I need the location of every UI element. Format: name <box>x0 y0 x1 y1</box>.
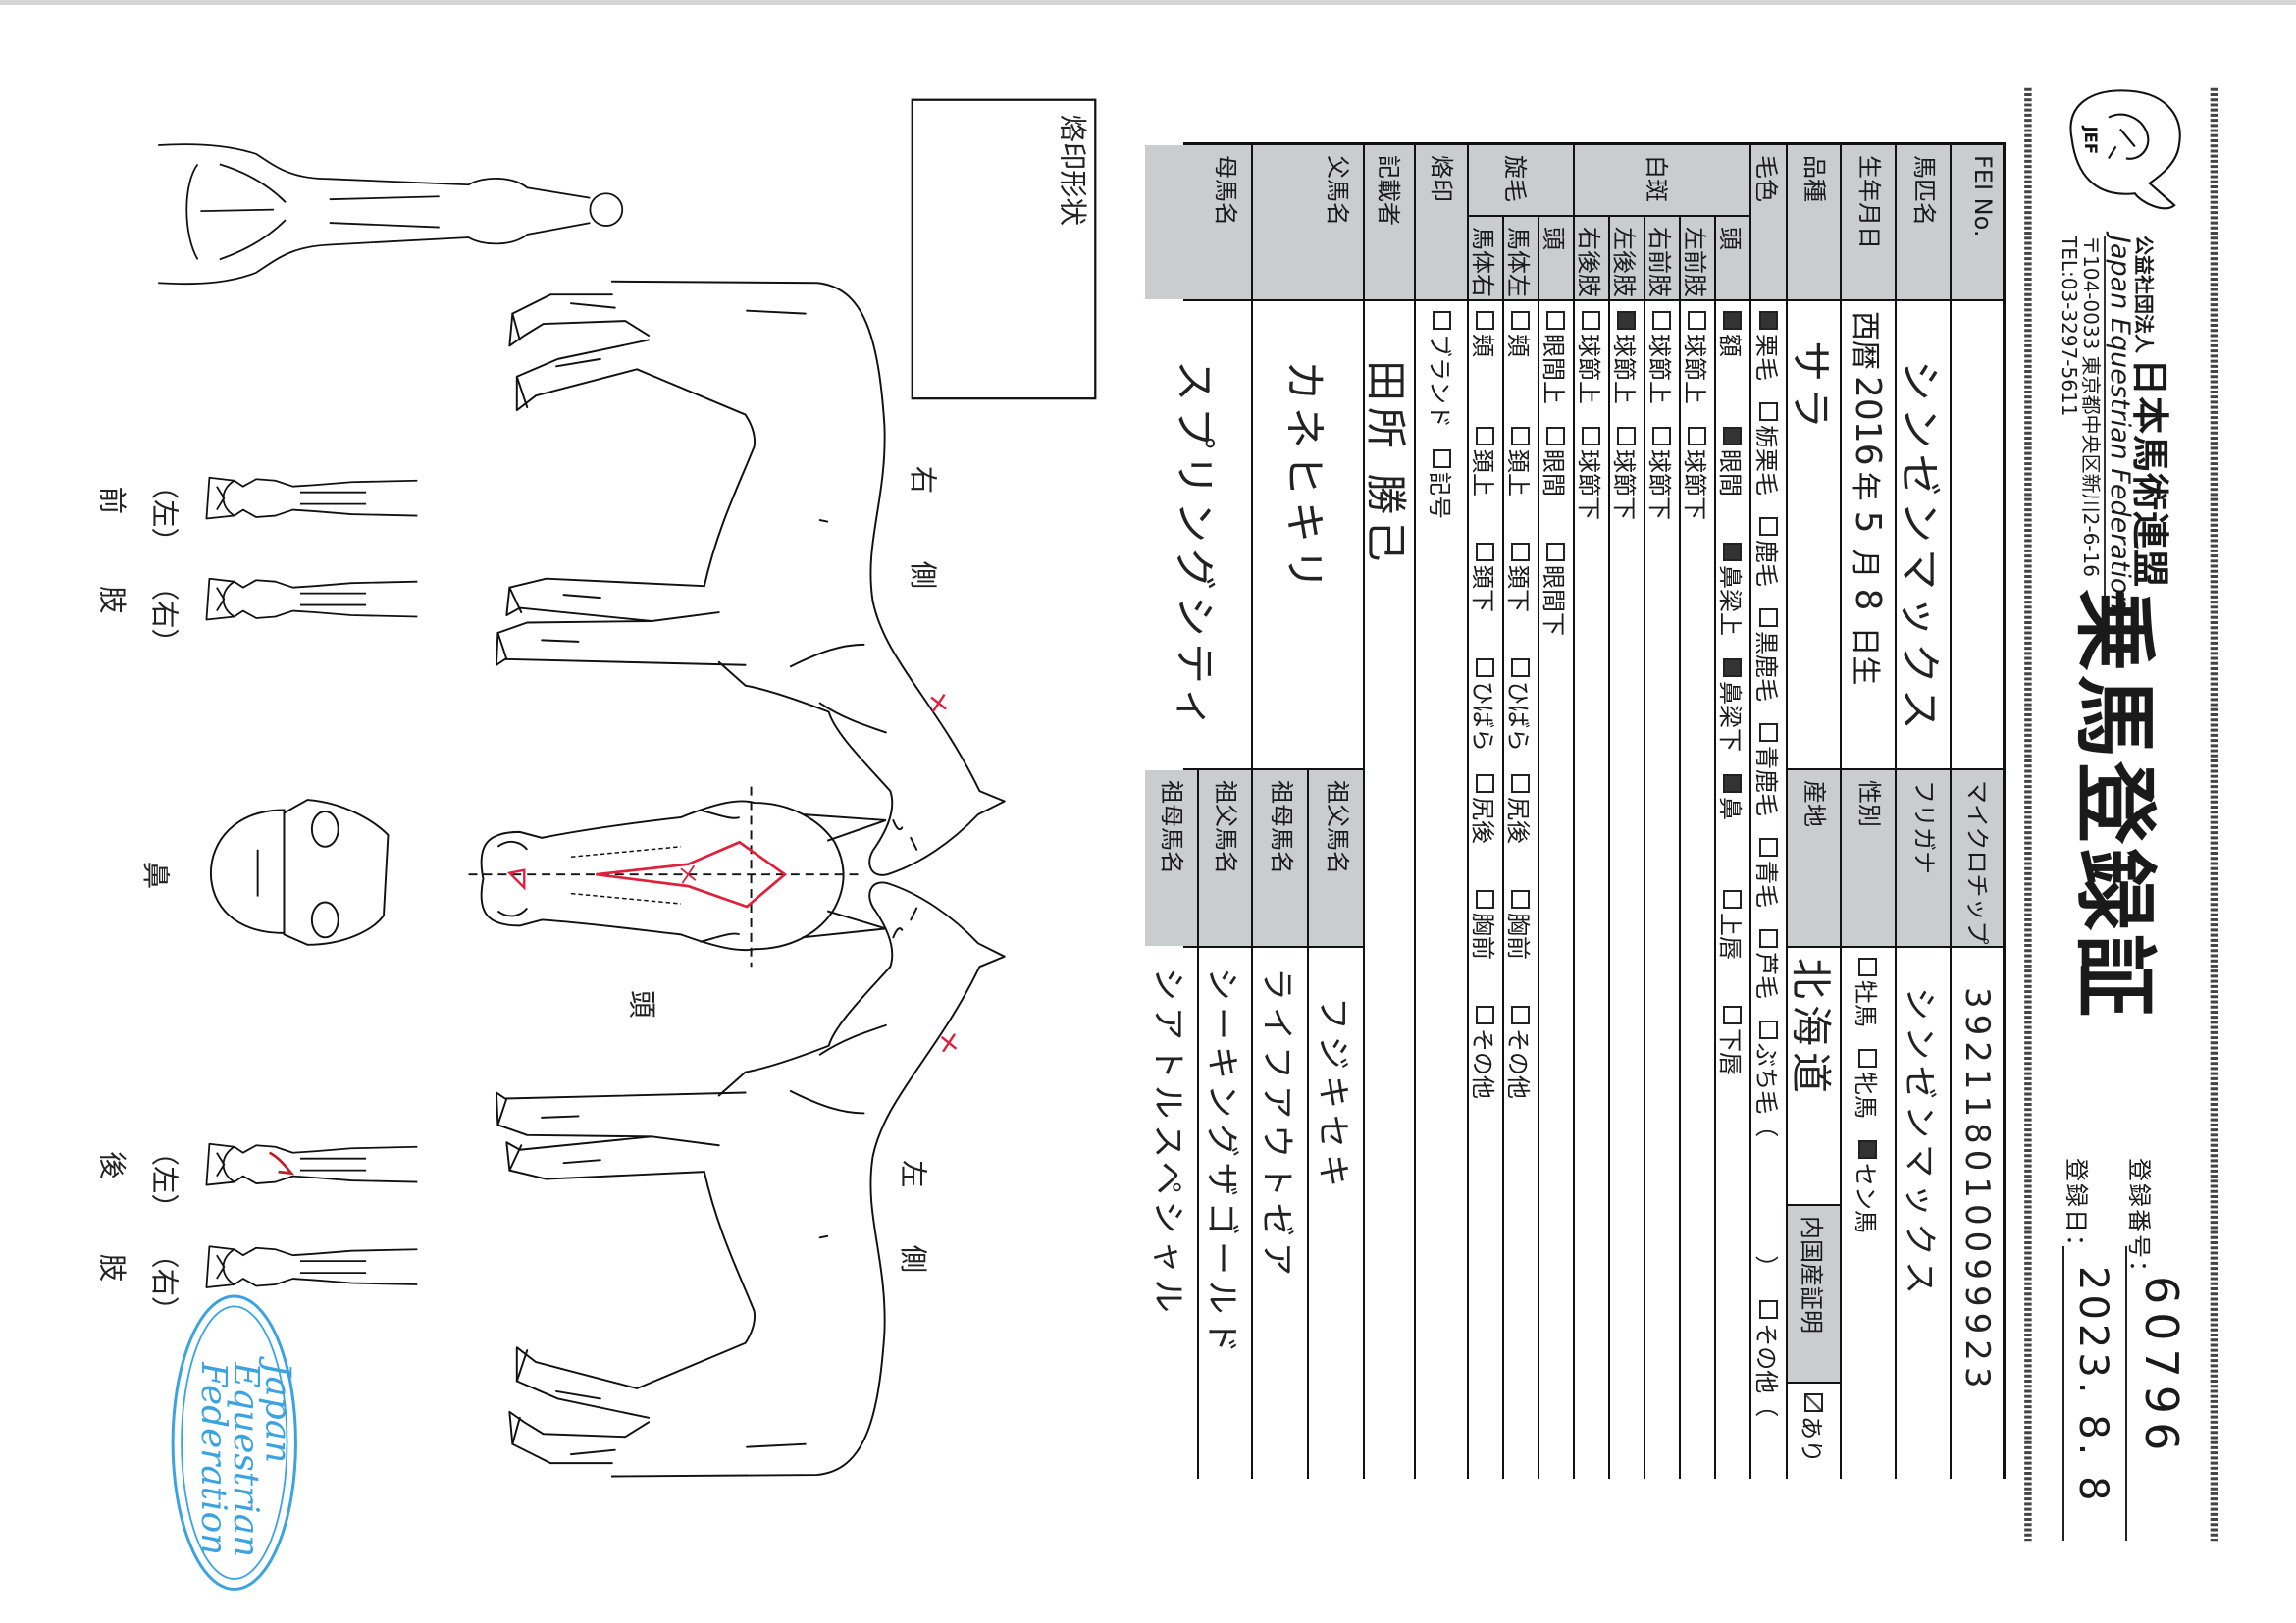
brand-shape-label: 烙印形状 <box>1056 115 1088 226</box>
left-side-label-1: 左 <box>897 1160 929 1187</box>
fore-legs-label-2: 肢 <box>95 586 128 613</box>
right-side-label-1: 右 <box>907 466 939 494</box>
head-label: 頭 <box>626 990 658 1018</box>
logo-text: JEF <box>2081 126 2100 155</box>
brand-shape-box <box>911 98 1097 400</box>
hind-leg-right-label: （右） <box>148 1240 181 1324</box>
fore-leg-left-label: （左） <box>148 472 181 555</box>
stamp-line-3: Federation <box>193 1361 234 1555</box>
stamp-line-2: Equestrian <box>226 1361 266 1557</box>
stamp-line-1: Japan <box>258 1355 298 1463</box>
fore-leg-right-label: （右） <box>148 573 181 656</box>
hind-leg-mark <box>268 1151 295 1176</box>
scan-edge <box>0 0 2296 5</box>
head-front-view <box>468 786 887 968</box>
whorl-mark-right <box>930 693 947 713</box>
jef-stamp: Japan Equestrian Federation <box>171 1294 298 1591</box>
blaze-mark <box>596 840 788 909</box>
fore-leg-right <box>205 577 419 621</box>
hind-legs-label-2: 肢 <box>95 1254 128 1282</box>
jef-logo: JEF <box>2069 89 2181 210</box>
hind-legs-label-1: 後 <box>95 1151 128 1178</box>
fore-legs-label-1: 前 <box>95 487 128 514</box>
horse-top-view <box>158 143 624 286</box>
right-side-label-2: 側 <box>907 561 939 589</box>
whorl-mark-left <box>940 1033 958 1053</box>
head-whorl-mark <box>680 864 697 884</box>
hind-leg-right <box>205 1245 419 1288</box>
nose-view <box>209 799 390 946</box>
nose-label: 鼻 <box>139 862 172 889</box>
hind-leg-left <box>205 1142 419 1186</box>
nose-mark <box>506 868 526 891</box>
fore-leg-left <box>205 476 419 520</box>
left-side-label-2: 側 <box>897 1245 929 1273</box>
hind-leg-left-label: （左） <box>148 1138 181 1222</box>
